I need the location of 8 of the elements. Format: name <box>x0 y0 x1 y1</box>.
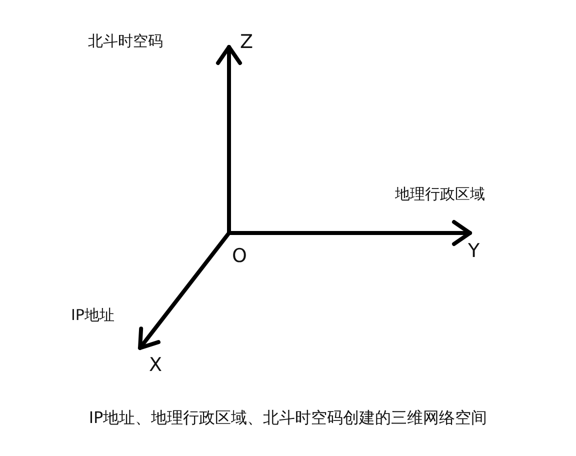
origin-label: O <box>232 246 247 267</box>
axis-letter: Y <box>468 241 480 262</box>
axis-label: 北斗时空码 <box>88 33 163 50</box>
axis-label: IP地址 <box>71 307 114 324</box>
axis-label: 地理行政区域 <box>395 186 485 202</box>
axis-letter: X <box>149 355 162 376</box>
caption: IP地址、地理行政区域、北斗时空码创建的三维网络空间 <box>88 408 488 429</box>
axis-letter: Z <box>240 32 254 53</box>
